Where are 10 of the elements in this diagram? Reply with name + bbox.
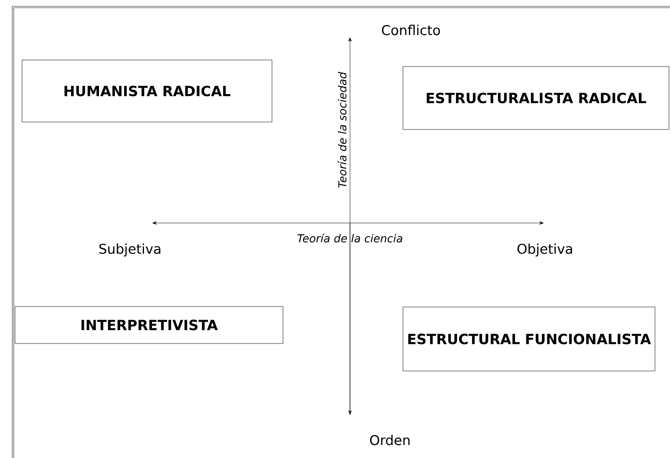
quadrant-box: HUMANISTA RADICAL — [22, 60, 272, 122]
axis-title: Teoría de la ciencia — [298, 234, 402, 242]
axis-end-label: Subjetiva — [99, 243, 160, 257]
quadrant-box: INTERPRETIVISTA — [14, 306, 284, 344]
quadrant-box: ESTRUCTURALISTA RADICAL — [402, 66, 670, 130]
axis-title: Teoría de la sociedad — [338, 72, 346, 188]
axis-end-label: Conflicto — [382, 24, 440, 36]
quadrant-box: ESTRUCTURAL FUNCIONALISTA — [402, 306, 656, 372]
axis-end-label: Orden — [370, 434, 410, 446]
axis-end-label: Objetiva — [517, 243, 572, 257]
